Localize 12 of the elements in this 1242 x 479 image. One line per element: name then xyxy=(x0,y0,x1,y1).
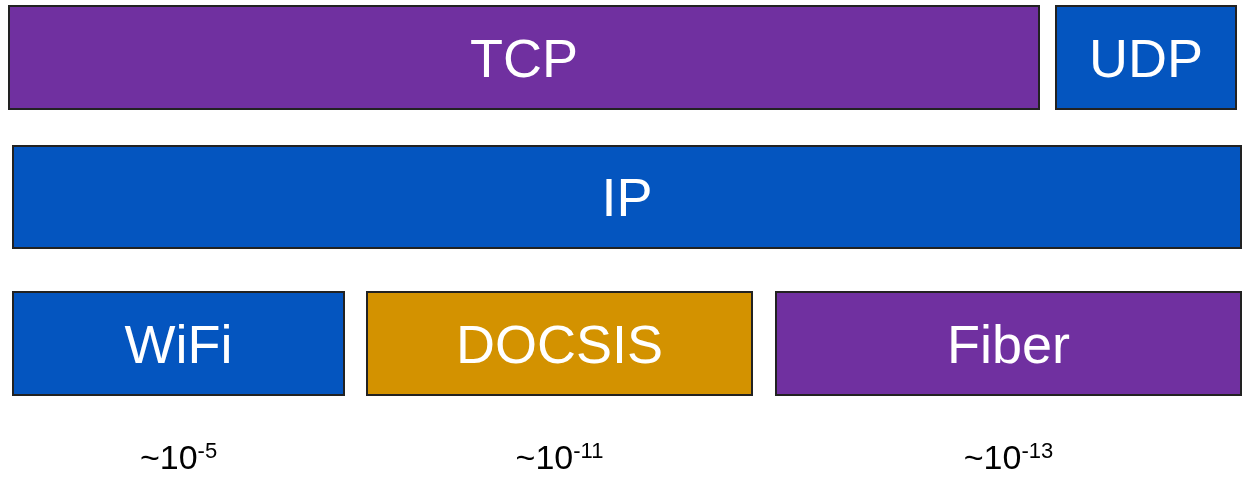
layer-name: Fiber xyxy=(947,316,1070,371)
error-rate-label: ~10$^{-13}$ xyxy=(962,440,1055,474)
layer-name: DOCSIS xyxy=(455,316,663,371)
layer-box xyxy=(12,145,1242,249)
layer-name: IP xyxy=(601,170,653,224)
error-rate-label: ~10$^{-5}$ xyxy=(138,440,219,474)
layer-name: WiFi xyxy=(124,316,233,371)
error-rate-label: ~10$^{-11}$ xyxy=(514,440,605,474)
layer-name: UDP xyxy=(1089,30,1203,85)
layer-box xyxy=(1055,5,1237,110)
layer-box xyxy=(8,5,1040,110)
layer-name: TCP xyxy=(470,30,578,85)
